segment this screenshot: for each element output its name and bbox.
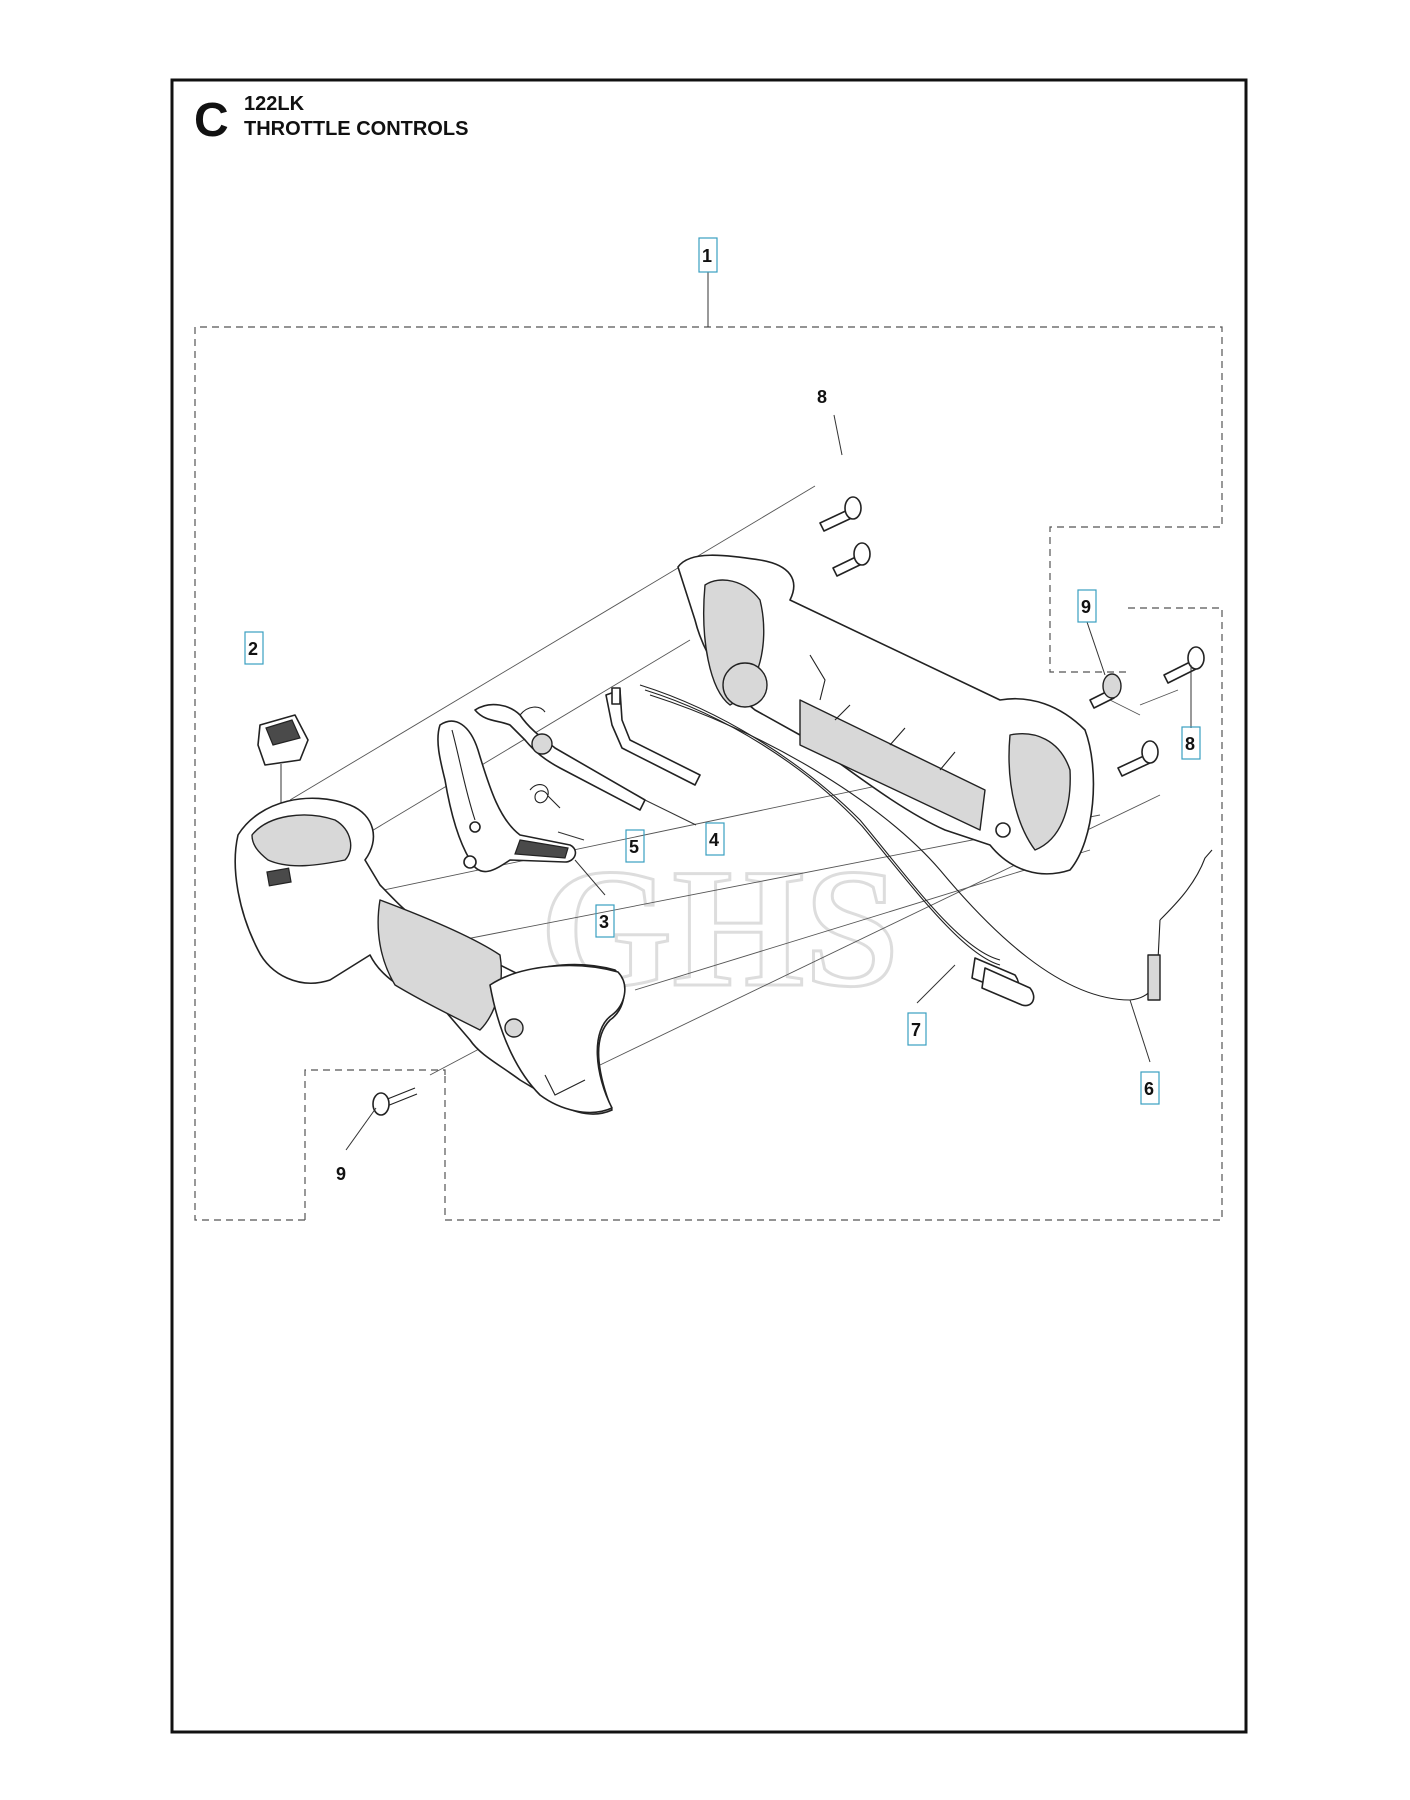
screws-right (1089, 646, 1205, 777)
callout-2: 2 (248, 639, 258, 659)
callout-6: 6 (1144, 1079, 1154, 1099)
page-frame (170, 78, 1248, 1734)
section-letter: C (194, 94, 229, 147)
kit-boundary-left (304, 1069, 446, 1220)
spring-part-5 (529, 784, 561, 809)
callout-9-left: 9 (336, 1164, 346, 1184)
screw-part-9-left (372, 1087, 418, 1116)
callout-8-right: 8 (1185, 734, 1195, 754)
throttle-bracket (605, 687, 701, 786)
switch-part-2 (257, 714, 309, 860)
section-title: THROTTLE CONTROLS (244, 118, 468, 140)
kit-boundary-right (444, 607, 1223, 1221)
callout-9-right: 9 (1081, 597, 1091, 617)
callout-3: 3 (599, 912, 609, 932)
handle-housing-right (677, 554, 1095, 875)
callout-boxes (244, 237, 1201, 1105)
model-name: 122LK (244, 93, 305, 115)
kit-boundary-main (194, 326, 1223, 1221)
callout-leaders (345, 272, 1192, 1151)
screw-part-8-top (819, 496, 871, 577)
handle-housing-left (234, 797, 626, 1115)
callout-1: 1 (702, 246, 712, 266)
callout-4: 4 (709, 830, 719, 850)
callout-5: 5 (629, 837, 639, 857)
throttle-trigger-part-3 (437, 720, 577, 873)
wire-part-6 (649, 694, 1213, 1001)
callout-7: 7 (911, 1020, 921, 1040)
lock-lever-part-4 (474, 703, 646, 811)
cable-part-7 (639, 684, 1035, 1007)
callout-8-top: 8 (817, 387, 827, 407)
